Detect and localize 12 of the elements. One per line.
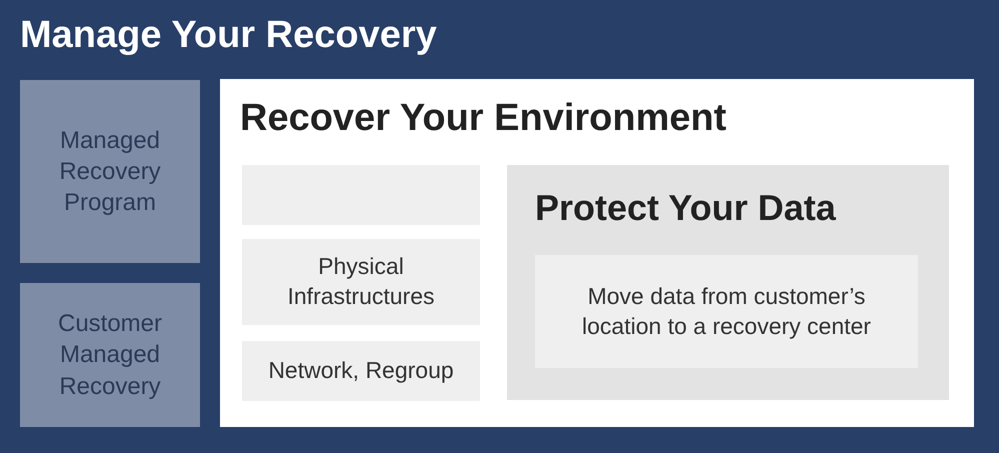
box-label: Network, Regroup [268, 356, 454, 386]
box-label: Physical Infrastructures [286, 252, 436, 311]
program-box [20, 283, 200, 427]
heading: Recover Your Environment [240, 97, 726, 140]
heading: Manage Your Recovery [20, 14, 437, 57]
box-label: Customer Managed Recovery [56, 309, 164, 402]
heading: Protect Your Data [535, 187, 836, 229]
data-panel [507, 165, 949, 400]
box-label: Move data from customer’s location to a recovery center [581, 282, 872, 341]
program-box [20, 80, 200, 263]
environment-panel [220, 79, 974, 427]
box-label: Managed Recovery Program [58, 126, 162, 218]
